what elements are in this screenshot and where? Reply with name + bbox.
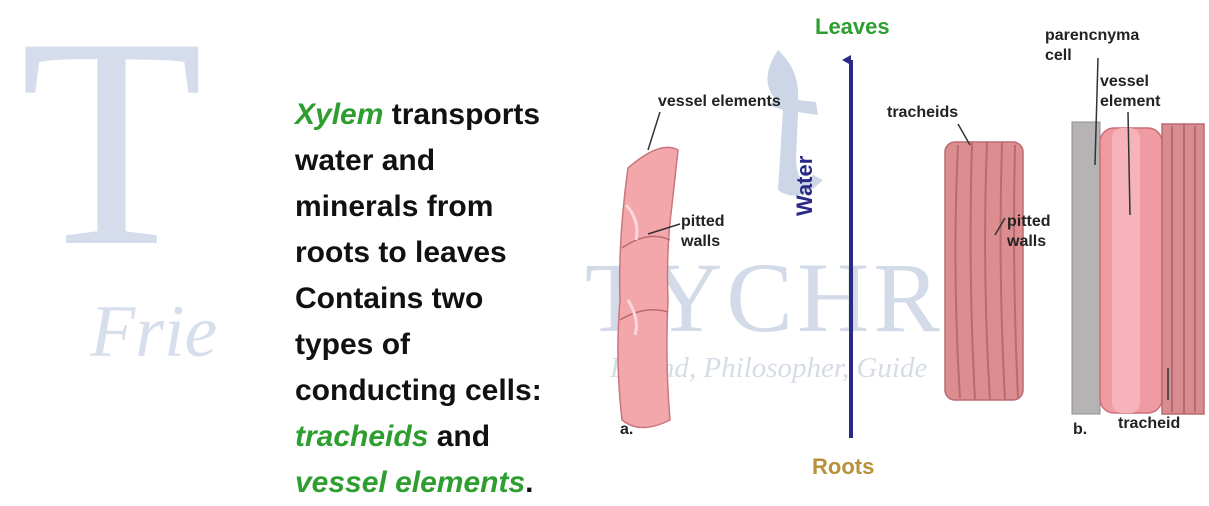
label-walls-a: walls bbox=[681, 232, 720, 251]
label-water: Water bbox=[792, 156, 818, 216]
label-roots: Roots bbox=[812, 454, 874, 480]
label-pitted-b: pitted bbox=[1007, 212, 1051, 231]
xylem-section-illustration bbox=[1072, 122, 1204, 414]
label-a: a. bbox=[620, 420, 633, 439]
tracheids-illustration bbox=[945, 142, 1023, 400]
label-pitted-a: pitted bbox=[681, 212, 725, 231]
label-walls-b: walls bbox=[1007, 232, 1046, 251]
vessel-elements-illustration bbox=[618, 147, 678, 427]
label-parencnyma: parencnyma bbox=[1045, 26, 1139, 45]
label-cell: cell bbox=[1045, 46, 1072, 65]
label-b: b. bbox=[1073, 420, 1087, 439]
label-element: element bbox=[1100, 92, 1160, 111]
label-vessel-elements: vessel elements bbox=[658, 92, 781, 111]
label-tracheid: tracheid bbox=[1118, 414, 1180, 433]
label-leaves: Leaves bbox=[815, 14, 890, 40]
label-tracheids: tracheids bbox=[887, 103, 958, 122]
label-vessel: vessel bbox=[1100, 72, 1149, 91]
